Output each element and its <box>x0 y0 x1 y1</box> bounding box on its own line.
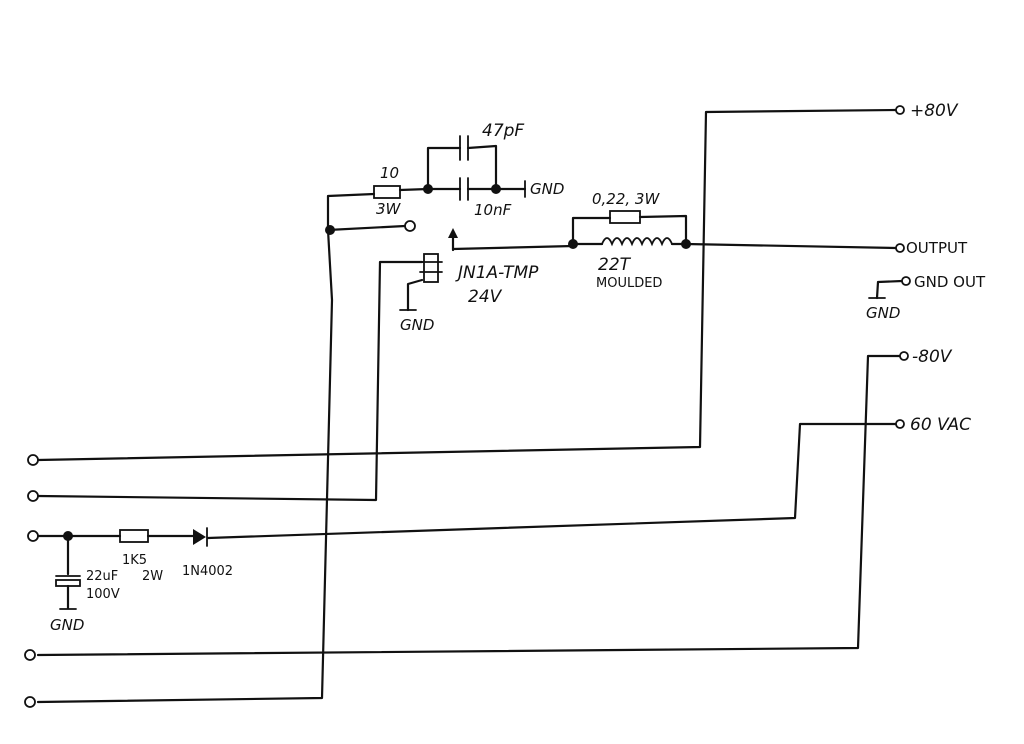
minus80v-label: -80V <box>912 347 953 367</box>
snubber-resistor-value: 10 <box>380 164 399 182</box>
series-resistor-value: 1K5 <box>122 553 147 568</box>
minus80v-terminal <box>899 351 909 361</box>
inductor-resistor <box>609 210 641 224</box>
plus80v-wire <box>36 108 898 462</box>
input-terminal-4 <box>24 649 36 661</box>
input-terminal-3 <box>27 530 39 542</box>
minus80v-wire <box>36 354 902 657</box>
output-inductor <box>601 237 673 247</box>
diode-label: 1N4002 <box>182 564 233 579</box>
relay-part-label: JN1A-TMP <box>455 263 539 283</box>
relay-coil-wire <box>36 260 424 502</box>
elec-cap-voltage: 100V <box>86 587 120 602</box>
relay-voltage-label: 24V <box>468 287 503 307</box>
capacitor-10nf-label: 10nF <box>474 201 512 219</box>
relay-coil <box>423 253 439 283</box>
snubber-resistor-power: 3W <box>376 200 402 218</box>
inductor-turns-label: 22T <box>598 255 632 275</box>
cap-gnd-label: GND <box>530 180 564 198</box>
input-terminal-2 <box>27 490 39 502</box>
output-terminal <box>895 243 905 253</box>
vac-wire <box>36 422 898 540</box>
relay-contact <box>404 220 416 232</box>
relay-arrow-icon <box>448 228 458 238</box>
inductor-resistor-label: 0,22, 3W <box>592 190 660 208</box>
common-wire <box>36 192 407 704</box>
elec-cap-value: 22uF <box>86 569 118 584</box>
junction-dot <box>491 184 501 194</box>
plus80v-label: +80V <box>910 101 959 121</box>
vac60-label: 60 VAC <box>910 415 971 435</box>
plus80v-terminal <box>895 105 905 115</box>
capacitor-10nf <box>459 177 469 201</box>
junction-dot <box>325 225 335 235</box>
inductor-type-label: MOULDED <box>596 276 662 291</box>
input-terminal-1 <box>27 454 39 466</box>
relay-gnd-label: GND <box>400 316 434 334</box>
gnd-out-label: GND OUT <box>914 273 986 291</box>
elec-gnd-label: GND <box>50 616 84 634</box>
series-resistor-power: 2W <box>142 569 163 584</box>
out-gnd-label: GND <box>866 304 900 322</box>
gnd-out-terminal <box>901 276 911 286</box>
vac60-terminal <box>895 419 905 429</box>
capacitor-47pf-label: 47pF <box>482 121 524 141</box>
output-label: OUTPUT <box>906 239 968 257</box>
series-resistor <box>119 529 149 543</box>
diode-1n4002 <box>193 529 206 545</box>
snubber-resistor <box>373 185 401 199</box>
input-terminal-5 <box>24 696 36 708</box>
capacitor-47pf <box>459 135 469 161</box>
